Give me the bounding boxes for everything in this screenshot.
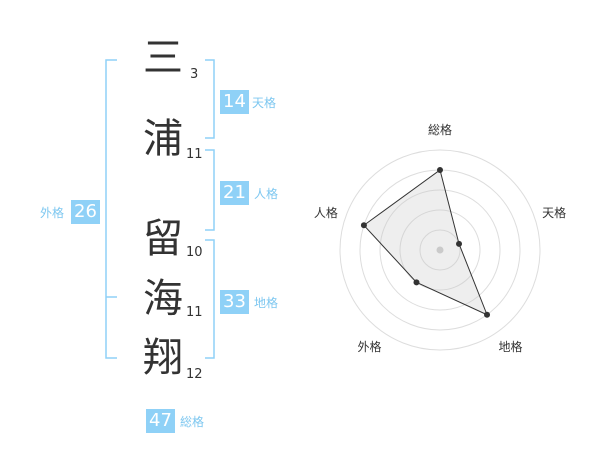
radar-point-5 xyxy=(360,222,367,229)
stroke-count-1: 3 xyxy=(190,67,199,82)
name-char-5: 翔 xyxy=(143,335,183,381)
stroke-count-3: 10 xyxy=(186,245,203,260)
stroke-count-2: 11 xyxy=(186,147,203,162)
radar-axis-label-4: 外格 xyxy=(357,339,381,354)
ten-bracket xyxy=(205,59,215,139)
gai-kaku-value: 26 xyxy=(71,200,100,224)
stroke-count-5: 12 xyxy=(186,367,203,382)
gai-bracket xyxy=(105,59,117,359)
name-char-3: 留 xyxy=(143,216,183,262)
radar-ring-3 xyxy=(379,189,501,311)
sou-kaku-label: 総格 xyxy=(180,415,205,429)
name-char-4: 海 xyxy=(143,276,183,322)
radar-axis-label-5: 人格 xyxy=(314,205,338,220)
chi-kaku-value: 33 xyxy=(220,290,249,314)
radar-axis-label-2: 天格 xyxy=(542,205,566,220)
ten-kaku-label: 天格 xyxy=(252,96,277,110)
radar-point-3 xyxy=(484,311,491,318)
radar-ring-2 xyxy=(399,209,481,291)
gai-kaku-label: 外格 xyxy=(40,206,65,220)
name-char-2: 浦 xyxy=(143,116,183,162)
stroke-count-4: 11 xyxy=(186,305,203,320)
jin-bracket xyxy=(205,149,215,231)
radar-axis-label-1: 総格 xyxy=(428,122,452,137)
name-char-1: 三 xyxy=(143,35,183,81)
ten-kaku-value: 14 xyxy=(220,90,249,114)
radar-ring-1 xyxy=(419,229,461,271)
radar-point-1 xyxy=(437,167,443,173)
jin-kaku-label: 人格 xyxy=(254,187,279,201)
radar-axis-label-3: 地格 xyxy=(499,339,523,354)
radar-point-4 xyxy=(413,279,420,286)
chi-kaku-label: 地格 xyxy=(254,296,279,310)
radar-ring-5 xyxy=(339,149,541,351)
chi-bracket xyxy=(205,239,215,359)
jin-kaku-value: 21 xyxy=(220,181,249,205)
radar-point-2 xyxy=(456,240,463,247)
sou-kaku-value: 47 xyxy=(146,409,175,433)
radar-data-polygon xyxy=(363,169,488,316)
radar-center-dot xyxy=(436,246,444,254)
